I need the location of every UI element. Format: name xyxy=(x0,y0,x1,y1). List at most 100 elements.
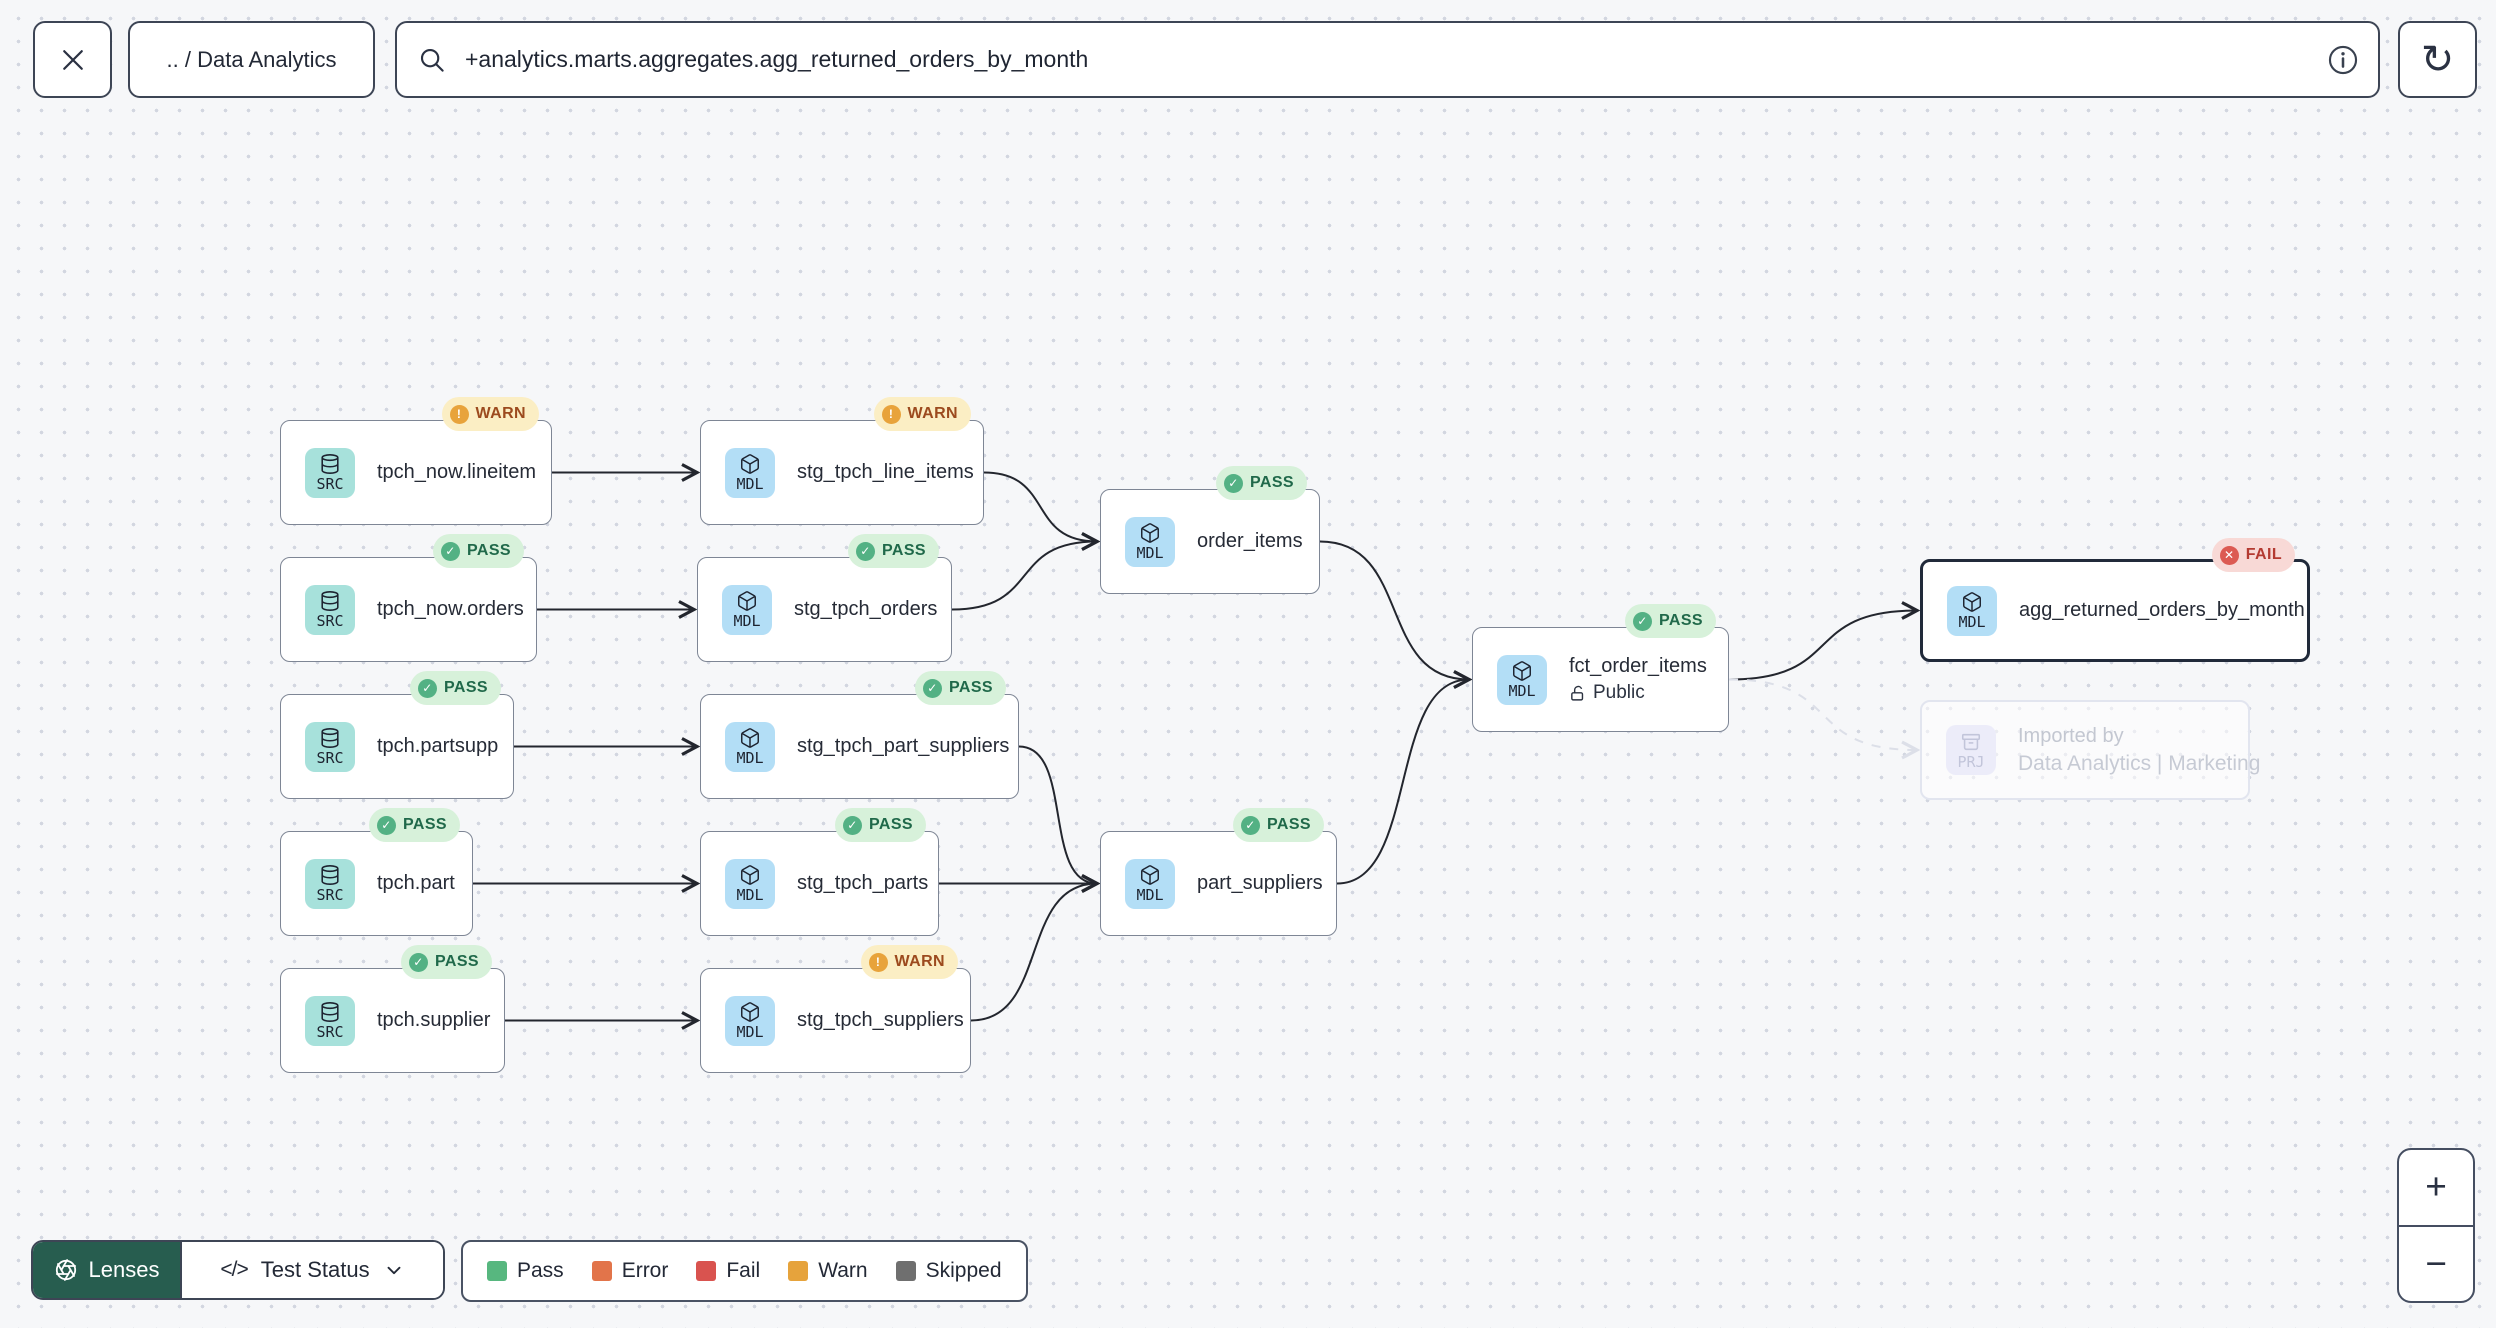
status-badge-icon: ✓ xyxy=(923,678,943,698)
lens-selected-value: Test Status xyxy=(260,1257,370,1282)
node-kind-label: MDL xyxy=(733,612,761,630)
status-badge-icon: ✓ xyxy=(418,678,438,698)
database-icon xyxy=(319,453,341,475)
node-text: tpch_now.orders xyxy=(377,598,524,621)
node-label: stg_tpch_part_suppliers xyxy=(797,735,1010,757)
node-kind-label: SRC xyxy=(316,886,344,904)
node-tpch_part[interactable]: SRC tpch.part ✓PASS xyxy=(280,808,473,936)
zoom-out-button[interactable]: − xyxy=(2425,1242,2447,1284)
status-badge-icon: ! xyxy=(449,404,469,424)
status-badge-icon: ! xyxy=(881,404,901,424)
status-badge-pass: ✓PASS xyxy=(848,534,939,568)
node-kind-chip: SRC xyxy=(305,995,355,1046)
legend-swatch xyxy=(788,1261,809,1281)
status-badge-icon: ✓ xyxy=(1633,611,1653,631)
status-badge-icon: ✓ xyxy=(843,815,863,835)
legend-label: Skipped xyxy=(925,1259,1002,1282)
node-kind-chip: MDL xyxy=(725,447,775,498)
code-icon: </> xyxy=(220,1258,248,1281)
node-label: tpch.partsupp xyxy=(377,735,499,757)
box-icon xyxy=(736,590,758,612)
node-label: tpch_now.orders xyxy=(377,598,524,620)
database-icon xyxy=(319,1001,341,1023)
unlock-icon xyxy=(1569,685,1586,702)
node-stg_tpch_parts[interactable]: MDL stg_tpch_parts ✓PASS xyxy=(700,808,939,936)
status-badge-icon: ✓ xyxy=(377,815,397,835)
status-badge-warn: !WARN xyxy=(441,397,539,431)
box-icon xyxy=(739,453,761,475)
status-badge-pass: ✓PASS xyxy=(835,808,926,842)
node-text: stg_tpch_line_items xyxy=(797,461,974,484)
info-icon[interactable] xyxy=(2326,43,2360,77)
status-badge-fail: ✕FAIL xyxy=(2211,538,2295,572)
node-kind-chip: MDL xyxy=(725,995,775,1046)
breadcrumb[interactable]: .. / Data Analytics xyxy=(128,21,375,98)
refresh-button[interactable]: ↻ xyxy=(2398,21,2477,98)
status-badge-pass: ✓PASS xyxy=(369,808,460,842)
legend-swatch xyxy=(696,1261,717,1281)
legend-swatch xyxy=(487,1261,507,1281)
node-text: agg_returned_orders_by_month xyxy=(2019,599,2305,622)
edge-stg_tpch_part_suppliers-to-part_suppliers xyxy=(1018,745,1101,893)
node-kind-chip: MDL xyxy=(1497,654,1547,705)
node-kind-label: MDL xyxy=(1136,544,1164,562)
status-badge-pass: ✓PASS xyxy=(401,945,492,979)
refresh-icon: ↻ xyxy=(2420,36,2455,83)
node-kind-chip: MDL xyxy=(1125,516,1175,567)
search-bar xyxy=(395,21,2380,98)
node-label: stg_tpch_suppliers xyxy=(797,1009,964,1031)
magnifier-icon xyxy=(420,48,444,72)
node-text: part_suppliers xyxy=(1197,872,1323,895)
box-icon xyxy=(1139,864,1161,886)
node-label: stg_tpch_parts xyxy=(797,872,929,894)
node-text: stg_tpch_suppliers xyxy=(797,1009,964,1032)
status-badge-icon: ! xyxy=(868,952,888,972)
legend-item-error: Error xyxy=(591,1259,668,1283)
legend-swatch xyxy=(591,1261,612,1281)
status-badge-pass: ✓PASS xyxy=(1625,604,1716,638)
node-kind-label: MDL xyxy=(736,749,764,767)
node-text: tpch.partsupp xyxy=(377,735,498,758)
close-button[interactable] xyxy=(33,21,112,98)
node-kind-label: MDL xyxy=(736,886,764,904)
close-icon xyxy=(62,49,83,70)
zoom-in-button[interactable]: + xyxy=(2399,1150,2473,1227)
node-label: agg_returned_orders_by_month xyxy=(2019,599,2305,621)
node-kind-chip: MDL xyxy=(722,584,772,635)
lens-selector[interactable]: </> Test Status xyxy=(180,1242,443,1298)
lenses-button[interactable]: Lenses xyxy=(33,1242,180,1298)
edge-part_suppliers-to-fct_order_items xyxy=(1336,670,1473,885)
node-stg_tpch_part_suppliers[interactable]: MDL stg_tpch_part_suppliers ✓PASS xyxy=(700,671,1019,799)
node-text: stg_tpch_parts xyxy=(797,872,928,895)
node-tpch_supplier[interactable]: SRC tpch.supplier ✓PASS xyxy=(280,945,505,1073)
node-label: tpch.supplier xyxy=(377,1009,491,1031)
search-input[interactable] xyxy=(463,45,2326,74)
lens-bar: Lenses </> Test Status xyxy=(31,1240,445,1300)
breadcrumb-label: .. / Data Analytics xyxy=(166,46,337,72)
edge-order_items-to-fct_order_items xyxy=(1319,540,1473,689)
status-badge-pass: ✓PASS xyxy=(915,671,1006,705)
status-badge-icon: ✓ xyxy=(1224,473,1244,493)
box-icon xyxy=(739,727,761,749)
status-badge-icon: ✓ xyxy=(856,541,876,561)
box-icon xyxy=(739,1001,761,1023)
node-kind-label: MDL xyxy=(1136,886,1164,904)
legend-swatch xyxy=(895,1261,916,1281)
node-text: tpch.part xyxy=(377,872,455,895)
node-text: stg_tpch_part_suppliers xyxy=(797,735,1009,758)
node-text: tpch_now.lineitem xyxy=(377,461,536,484)
